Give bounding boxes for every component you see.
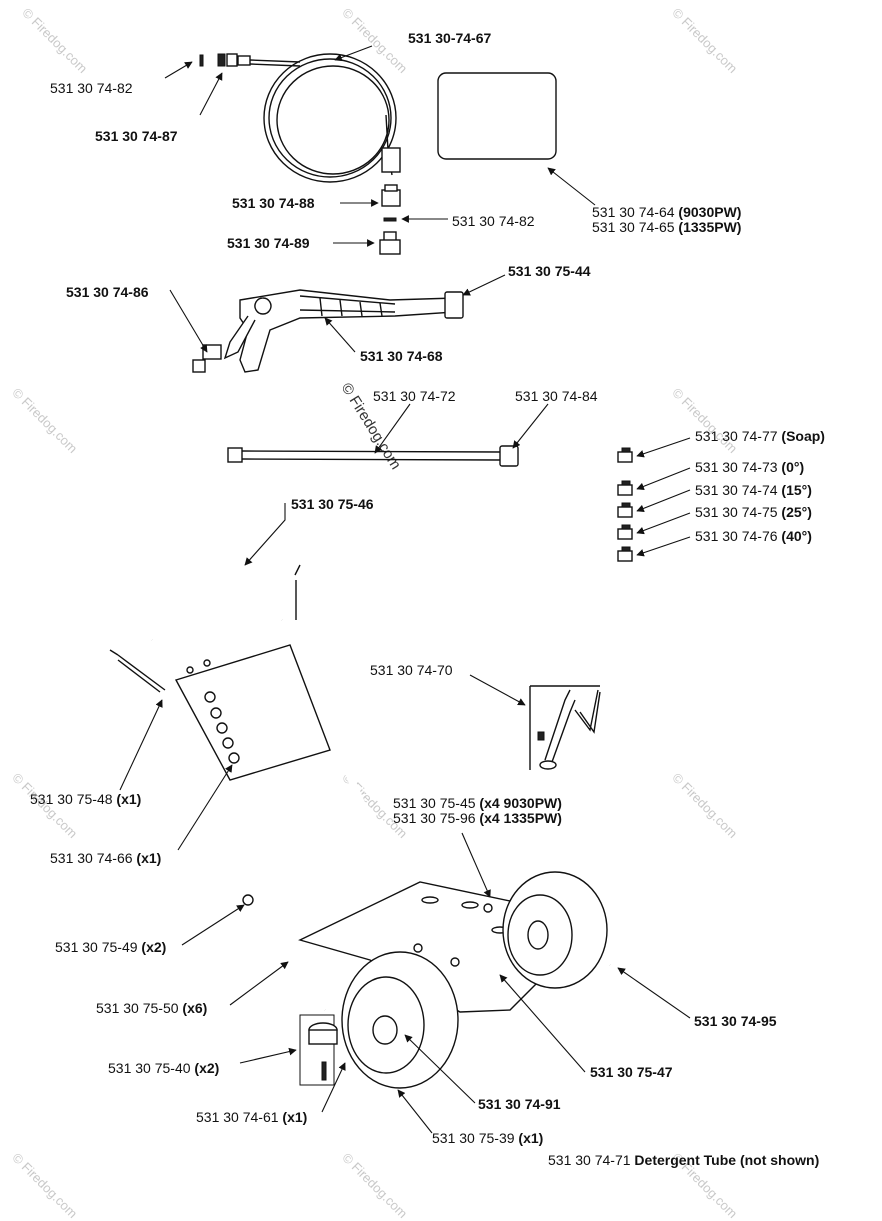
front-wheel-icon — [341, 951, 459, 1089]
label-531-30-74-73: 531 30 74-73 (0°) — [695, 459, 805, 475]
label-531-30-74-74: 531 30 74-74 (15°) — [695, 482, 812, 498]
label-531-30-75-50: 531 30 75-50 (x6) — [96, 1000, 208, 1016]
nozzle-15-icon — [617, 502, 633, 518]
label-531-30-74-68: 531 30 74-68 — [360, 348, 443, 364]
nipple-fitting-icon — [379, 231, 401, 255]
o-ring-small-icon — [199, 54, 204, 67]
label-531-30-74-71: 531 30 74-71 Detergent Tube (not shown) — [548, 1152, 820, 1168]
label-531-30-74-70: 531 30 74-70 — [370, 662, 453, 678]
spray-wand-icon — [227, 445, 519, 467]
label-531-30-75-44: 531 30 75-44 — [508, 263, 591, 279]
label-531-30-75-48: 531 30 75-48 (x1) — [30, 791, 142, 807]
rear-wheel-icon — [502, 871, 608, 989]
label-531-30-74-75: 531 30 74-75 (25°) — [695, 504, 812, 520]
label-531-30-74-87: 531 30 74-87 — [95, 128, 178, 144]
nozzle-soap-icon — [617, 447, 633, 463]
label-531-30-74-64: 531 30 74-64 (9030PW) — [592, 204, 742, 220]
label-531-30-74-67: 531 30-74-67 — [408, 30, 492, 46]
label-531-30-75-45: 531 30 75-45 (x4 9030PW) — [393, 795, 562, 811]
label-531-30-74-61: 531 30 74-61 (x1) — [196, 1109, 308, 1125]
label-531-30-74-72: 531 30 74-72 — [373, 388, 456, 404]
label-531-30-74-77: 531 30 74-77 (Soap) — [695, 428, 825, 444]
label-531-30-75-40: 531 30 75-40 (x2) — [108, 1060, 220, 1076]
label-531-30-75-39: 531 30 75-39 (x1) — [432, 1130, 544, 1146]
label-531-30-75-49: 531 30 75-49 (x2) — [55, 939, 167, 955]
quick-coupler-icon — [381, 184, 401, 207]
detergent-bracket-icon — [529, 685, 601, 770]
foot-pad-icon — [299, 1014, 338, 1086]
label-531-30-74-84: 531 30 74-84 — [515, 388, 598, 404]
control-panel-icon — [174, 644, 331, 781]
hose-coil-icon — [249, 53, 401, 183]
label-531-30-74-82-mid: 531 30 74-82 — [452, 213, 535, 229]
label-531-30-75-96: 531 30 75-96 (x4 1335PW) — [393, 810, 562, 826]
spray-gun-icon — [192, 289, 464, 373]
label-531-30-74-86: 531 30 74-86 — [66, 284, 149, 300]
nozzle-40-icon — [617, 546, 633, 562]
label-531-30-75-47: 531 30 75-47 — [590, 1064, 673, 1080]
leader-lines — [119, 45, 691, 1134]
nozzle-0-icon — [617, 480, 633, 496]
hose-fitting-icon — [217, 53, 251, 67]
label-531-30-74-95: 531 30 74-95 — [694, 1013, 777, 1029]
o-ring-icon — [383, 217, 397, 222]
label-531-30-74-66: 531 30 74-66 (x1) — [50, 850, 162, 866]
label-531-30-74-91: 531 30 74-91 — [478, 1096, 561, 1112]
nozzle-25-icon — [617, 524, 633, 540]
cart-frame-icon — [109, 564, 404, 1014]
bolt-icon — [242, 894, 254, 906]
label-531-30-74-76: 531 30 74-76 (40°) — [695, 528, 812, 544]
label-531-30-74-82-top: 531 30 74-82 — [50, 80, 133, 96]
label-531-30-74-88: 531 30 74-88 — [232, 195, 315, 211]
manual-booklet-icon — [437, 72, 557, 160]
label-531-30-74-65: 531 30 74-65 (1335PW) — [592, 219, 742, 235]
label-531-30-75-46: 531 30 75-46 — [291, 496, 374, 512]
label-531-30-74-89: 531 30 74-89 — [227, 235, 310, 251]
